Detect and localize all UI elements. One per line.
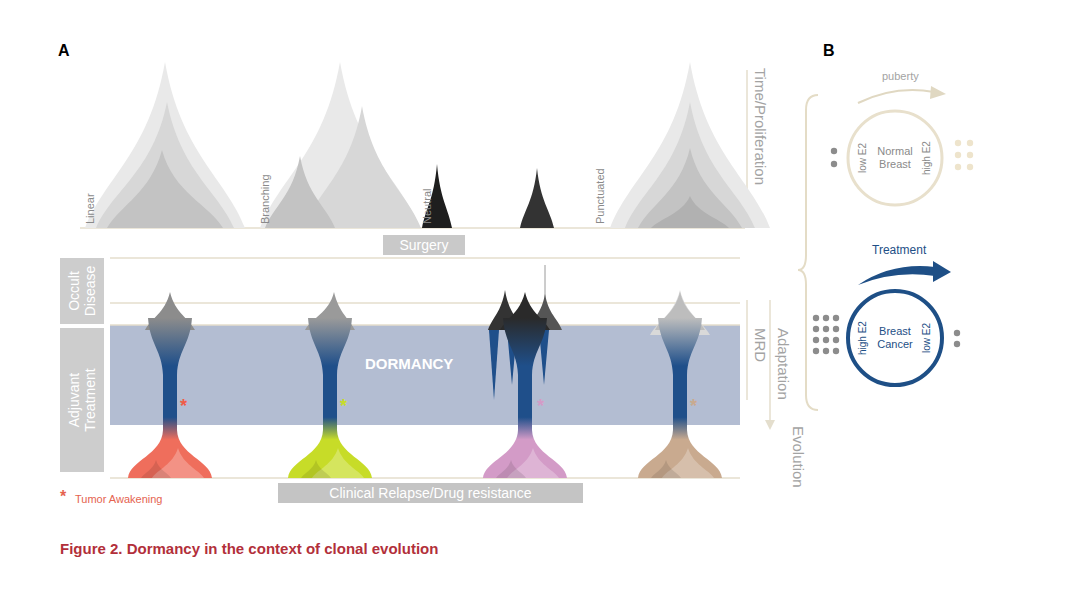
cycle-label: puberty [882, 70, 919, 83]
awakening-mark: * [340, 396, 347, 417]
estrogen-dot [823, 348, 829, 354]
cycle-circle: Breast Cancerhigh E2 low E2 [845, 288, 945, 388]
axis-line [769, 300, 771, 425]
node-text: low E2 [857, 143, 869, 173]
node-text: DORMANCY [365, 355, 453, 372]
clone-stem [288, 318, 372, 478]
dormancy-band: DORMANCY [110, 325, 740, 425]
node-text: Adjuvant Treatment [66, 350, 98, 450]
timeline [110, 302, 740, 304]
cycle-arrow [858, 90, 934, 103]
node-text: high E2 [857, 321, 869, 355]
node-text: Clinical Relapse/Drug resistance [329, 485, 531, 501]
estrogen-dot [833, 326, 839, 332]
estrogen-dot [967, 140, 973, 146]
estrogen-dot [831, 148, 837, 154]
clone-tree [638, 148, 742, 228]
estrogen-dot [823, 315, 829, 321]
clone-tree [260, 62, 420, 228]
awakening-mark: * [537, 396, 544, 417]
curly-bracket [798, 95, 818, 410]
timeline [110, 324, 740, 326]
axis-label: MRD [752, 328, 769, 362]
estrogen-dot [813, 315, 819, 321]
clone-subclone [496, 460, 526, 478]
clone-stem [638, 318, 722, 478]
clone-tree [107, 150, 223, 228]
clone-subclone [651, 460, 681, 478]
model-label: Linear [84, 193, 97, 224]
treatment-arrow [858, 266, 935, 285]
cycle-label: Treatment [872, 244, 926, 258]
node-text: Breast Cancer [869, 325, 921, 350]
estrogen-dot [954, 330, 960, 336]
estrogen-dot [823, 326, 829, 332]
estrogen-dot [831, 161, 837, 167]
clone-tree [265, 156, 335, 228]
estrogen-dot [967, 152, 973, 158]
treatment-arrowhead [933, 261, 951, 282]
model-label: Branching [259, 174, 272, 224]
estrogen-dot [813, 337, 819, 343]
dormancy-band [110, 325, 740, 425]
phase-box: Occult Disease [60, 258, 104, 324]
clone-subclone [141, 460, 171, 478]
key-label: Tumor Awakening [75, 493, 162, 506]
estrogen-dot [955, 152, 961, 158]
estrogen-dot [833, 337, 839, 343]
circle-outline [848, 111, 942, 205]
figure-caption: Figure 2. Dormancy in the context of clo… [60, 540, 438, 557]
clone-tree [610, 62, 770, 228]
node-text: low E2 [921, 323, 933, 353]
model-label: Punctuated [594, 168, 607, 224]
axis-label: Time/Proliferation [752, 68, 769, 185]
estrogen-dot [955, 164, 961, 170]
cycle-circle: Normal Breastlow E2 high E2 [845, 108, 945, 208]
estrogen-dot [823, 337, 829, 343]
axis-line [746, 300, 748, 400]
node-text: Occult Disease [66, 260, 98, 322]
estrogen-dot [955, 140, 961, 146]
node-text: high E2 [921, 141, 933, 175]
model-label: Neutral [421, 189, 434, 224]
awakening-mark: * [180, 396, 187, 417]
panel-letter: B [823, 42, 835, 60]
estrogen-dot [833, 348, 839, 354]
estrogen-dot [813, 326, 819, 332]
cycle-arrowhead [930, 86, 946, 99]
panel-letter: A [58, 42, 70, 60]
awakening-mark: * [60, 488, 66, 506]
circle-outline [848, 291, 942, 385]
awakening-mark: * [690, 396, 697, 417]
axis-label: Evolution [790, 426, 807, 488]
stage-band: Clinical Relapse/Drug resistance [278, 483, 583, 503]
node-text: Normal Breast [869, 145, 921, 170]
axis-label: Adaptation [775, 328, 792, 400]
estrogen-dot [954, 341, 960, 347]
estrogen-dot [967, 164, 973, 170]
clone-subclone [301, 460, 331, 478]
clone-tree [520, 168, 554, 228]
timeline [110, 257, 740, 259]
clone-tree [625, 102, 755, 228]
clone-tree [422, 164, 452, 228]
estrogen-dot [813, 348, 819, 354]
clone-stem [128, 318, 212, 478]
node-text: Surgery [399, 237, 448, 253]
estrogen-dot [833, 315, 839, 321]
phase-box: Adjuvant Treatment [60, 328, 104, 472]
stage-band: Surgery [383, 235, 465, 255]
clone-stem [483, 318, 567, 478]
axis-arrowhead [765, 420, 775, 430]
clone-spike [489, 330, 499, 400]
clone-tree [96, 102, 234, 228]
clone-tree [85, 62, 245, 228]
clone-tree [651, 196, 729, 228]
